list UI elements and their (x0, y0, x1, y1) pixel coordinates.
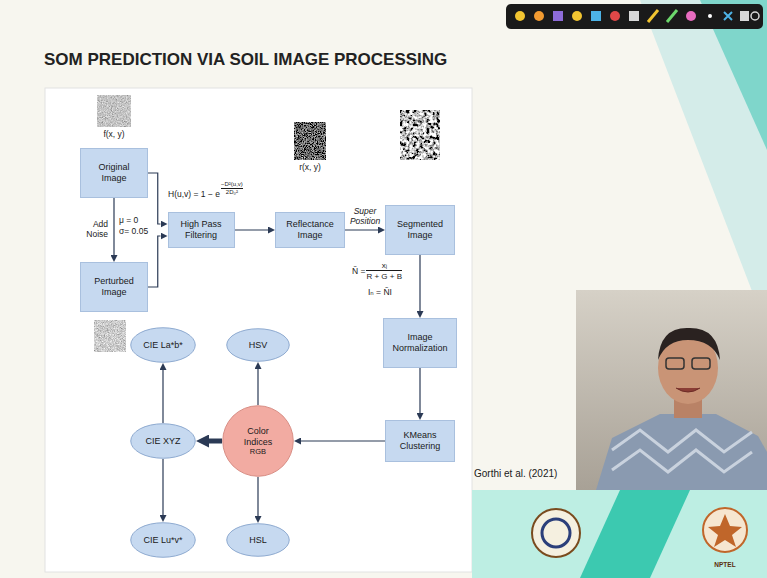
circle-fill (223, 406, 294, 477)
node-text: RGB (250, 447, 266, 456)
toolbar-icon (610, 11, 620, 21)
presenter-body (596, 414, 767, 490)
formula-numerator: xᵢ (366, 261, 402, 271)
process-box: Reflectance Image (275, 212, 345, 248)
node-text: Reflectance Image (281, 219, 339, 241)
node-text: HSV (249, 340, 268, 351)
flow-arrow (301, 440, 385, 441)
toolbar-icon (724, 12, 732, 20)
ellipse-fill (227, 329, 290, 362)
node-text: Image Normalization (388, 332, 452, 354)
toolbar-icon (751, 12, 759, 20)
flow-arrow (235, 229, 269, 230)
node-text: CIE XYZ (145, 436, 180, 447)
process-box: Image Normalization (383, 318, 457, 368)
presenter-glasses (666, 358, 684, 369)
presenter-glasses (692, 358, 710, 369)
noise-parameter: μ = 0 (119, 216, 138, 226)
normalization-formula: Ñ = (352, 267, 365, 277)
reflectance-thumbnail (294, 122, 326, 160)
node-text: Segmented Image (391, 219, 449, 241)
toolbar-icon (667, 10, 677, 22)
sweater-pattern (612, 430, 752, 452)
process-box: KMeans Clustering (385, 420, 455, 462)
flow-arrow (257, 369, 258, 405)
node-text: Original Image (85, 162, 143, 184)
sweater-pattern (612, 450, 752, 472)
flow-arrow (148, 173, 161, 224)
color-space-ellipse: CIE La*b* (130, 327, 196, 363)
process-box: High Pass Filtering (168, 212, 235, 248)
flow-arrow (345, 229, 378, 230)
image-function-label: r(x, y) (299, 163, 321, 173)
soil-thumbnail (94, 320, 126, 352)
color-space-ellipse: CIE XYZ (130, 423, 196, 459)
image-function-label: f(x, y) (103, 130, 124, 140)
citation: Gorthi et al. (2021) (474, 468, 557, 480)
flow-arrow (209, 439, 222, 444)
presenter-hair (658, 328, 720, 360)
edge-label: Add Noise (75, 220, 109, 240)
node-text: Color Indices (235, 426, 281, 448)
institute-logo (542, 519, 570, 547)
flow-arrow (257, 477, 258, 516)
flow-arrow (162, 459, 163, 515)
toolbar-icon (686, 11, 696, 21)
color-space-ellipse: HSV (226, 328, 290, 362)
flow-arrow (113, 198, 114, 255)
slide-title: SOM PREDICTION VIA SOIL IMAGE PROCESSING (44, 50, 447, 70)
corner-band (640, 0, 767, 330)
ellipse-fill (131, 424, 196, 459)
node-text: CIE La*b* (143, 340, 183, 351)
edge-label: Super Position (345, 207, 385, 227)
diagram-panel (45, 88, 472, 572)
color-space-ellipse: HSL (226, 523, 290, 557)
formula-numerator: −D²(u,v) (221, 181, 243, 189)
nptel-logo (708, 514, 742, 547)
process-box: Original Image (80, 148, 148, 198)
nptel-logo (703, 508, 747, 552)
toolbar-icon (515, 11, 525, 21)
flow-arrow (419, 255, 420, 311)
formula-denominator: 2D₀² (221, 189, 243, 196)
presenter-video (576, 290, 767, 490)
flow-arrow (419, 368, 420, 413)
ellipse-fill (227, 524, 290, 557)
node-text: High Pass Filtering (173, 219, 229, 241)
presenter-mouth (676, 388, 700, 392)
flow-arrow (148, 236, 161, 287)
segmented-thumbnail (400, 110, 440, 160)
institute-logo (532, 509, 580, 557)
soil-thumbnail (97, 95, 131, 127)
normalization-formula: Iₙ = ÑI (368, 288, 392, 298)
node-text: HSL (249, 535, 267, 546)
toolbar-icon (534, 11, 544, 21)
color-space-ellipse: CIE Lu*v* (130, 522, 196, 558)
toolbar-icon (572, 11, 582, 21)
toolbar-icon (648, 10, 658, 22)
toolbar-icon (591, 11, 601, 21)
process-box: Perturbed Image (80, 262, 148, 312)
toolbar-icon (708, 14, 712, 18)
annotation-toolbar (506, 4, 763, 29)
color-indices-circle: Color IndicesRGB (222, 405, 294, 477)
toolbar-icon (553, 11, 563, 21)
toolbar-icon (629, 11, 639, 21)
filter-formula: H(u,v) = 1 − e (168, 190, 220, 200)
flow-arrow (162, 370, 163, 423)
node-text: KMeans Clustering (391, 430, 449, 452)
bottom-band (472, 490, 767, 578)
ellipse-fill (131, 523, 196, 558)
node-text: CIE Lu*v* (143, 535, 182, 546)
process-box: Segmented Image (385, 205, 455, 255)
logo-caption: NPTEL (714, 561, 735, 568)
noise-parameter: σ= 0.05 (119, 227, 148, 237)
bottom-stripe (580, 490, 690, 578)
ellipse-fill (131, 328, 196, 363)
formula-denominator: R + G + B (366, 272, 402, 281)
toolbar-icon (740, 11, 749, 21)
node-text: Perturbed Image (85, 276, 143, 298)
